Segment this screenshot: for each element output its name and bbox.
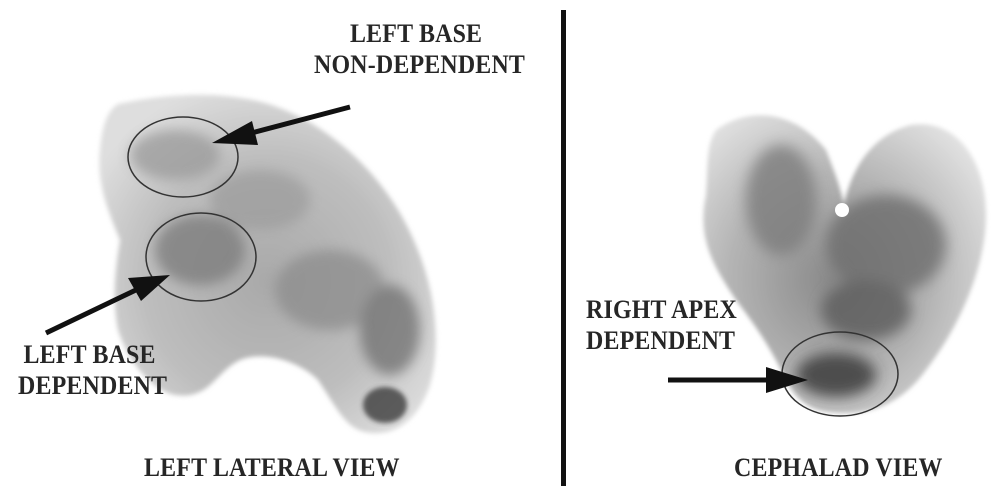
label-line-2: DEPENDENT [586,325,737,356]
label-line-1: LEFT BASE [18,339,167,370]
cephalad-lung-image [566,0,1002,493]
caption-cephalad-view: CEPHALAD VIEW [734,452,943,483]
label-line-2: NON-DEPENDENT [314,49,507,80]
caption-left-lateral-view: LEFT LATERAL VIEW [144,452,400,483]
label-line-1: RIGHT APEX [586,294,737,325]
label-left-base-nondependent: LEFT BASE NON-DEPENDENT [314,18,507,80]
label-left-base-dependent: LEFT BASE DEPENDENT [18,339,167,401]
label-line-1: LEFT BASE [314,18,507,49]
label-right-apex-dependent: RIGHT APEX DEPENDENT [586,294,737,356]
label-line-2: DEPENDENT [18,370,167,401]
